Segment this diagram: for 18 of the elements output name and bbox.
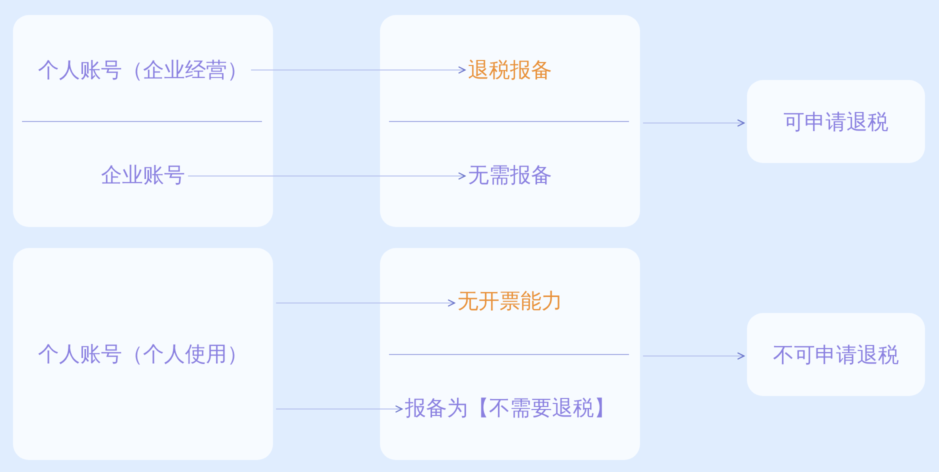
- card-text: 个人账号（个人使用）: [38, 341, 248, 368]
- chevron-arrow: [251, 66, 466, 74]
- chevron-arrow: [276, 299, 456, 307]
- account-type-text: 企业账号: [101, 162, 185, 189]
- filing-card: [380, 248, 640, 460]
- chevron-arrow: [188, 172, 466, 180]
- chevron-arrow: [276, 405, 403, 413]
- account-card: [13, 15, 273, 227]
- filing-status-text: 无开票能力: [458, 288, 562, 315]
- filing-status-text: 报备为【不需要退税】: [405, 395, 615, 422]
- card-text: 可申请退税: [784, 108, 888, 136]
- filing-status-text: 无需报备: [468, 162, 552, 189]
- filing-card: [380, 15, 640, 227]
- card-text: 不可申请退税: [773, 342, 899, 368]
- filing-status-text: 退税报备: [468, 57, 552, 84]
- account-type-text: 个人账号（企业经营）: [38, 57, 248, 84]
- chevron-arrow: [643, 352, 745, 360]
- chevron-arrow: [643, 119, 745, 127]
